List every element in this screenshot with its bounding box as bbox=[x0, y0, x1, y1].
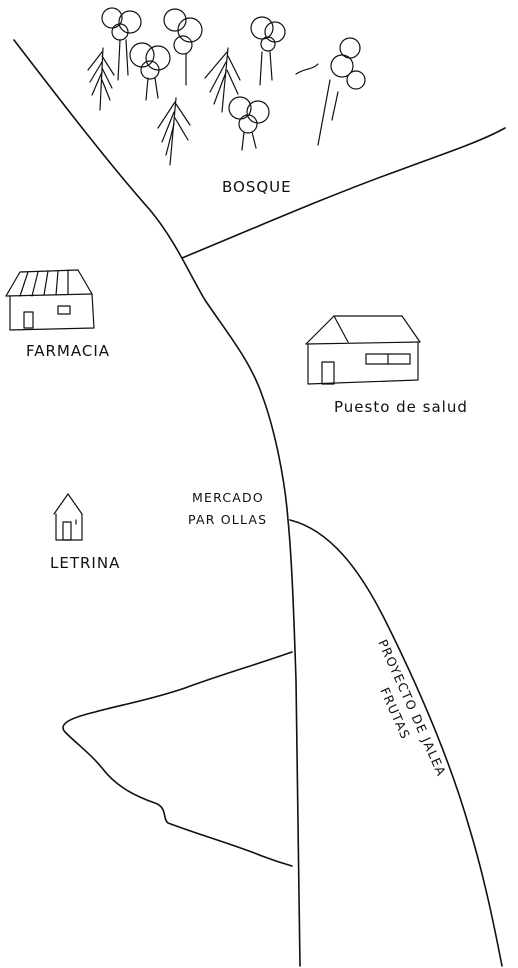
building-icon bbox=[305, 315, 421, 385]
pharmacy-label: FARMACIA bbox=[26, 342, 110, 360]
round-tree bbox=[163, 8, 203, 86]
pine-tree bbox=[87, 47, 115, 111]
roads bbox=[13, 39, 506, 967]
round-tree bbox=[228, 96, 270, 151]
round-tree bbox=[129, 42, 171, 101]
market-label-line2: PAR OLLAS bbox=[188, 512, 267, 527]
round-tree bbox=[101, 7, 142, 81]
forest-road bbox=[181, 127, 506, 259]
round-tree bbox=[295, 37, 366, 146]
forest-label: BOSQUE bbox=[222, 178, 292, 196]
market-label-line1: MERCADO bbox=[192, 490, 264, 505]
pine-tree bbox=[204, 47, 241, 113]
jam-project-road bbox=[289, 519, 503, 967]
round-tree bbox=[250, 16, 286, 86]
house-icon bbox=[5, 269, 95, 331]
river-bank bbox=[62, 651, 293, 867]
latrine-label: LETRINA bbox=[50, 554, 120, 572]
pine-tree bbox=[157, 97, 191, 166]
trees-icon bbox=[87, 7, 366, 166]
outhouse-icon bbox=[53, 493, 83, 541]
main-road bbox=[13, 39, 301, 967]
health-post-label: Puesto de salud bbox=[334, 398, 468, 416]
